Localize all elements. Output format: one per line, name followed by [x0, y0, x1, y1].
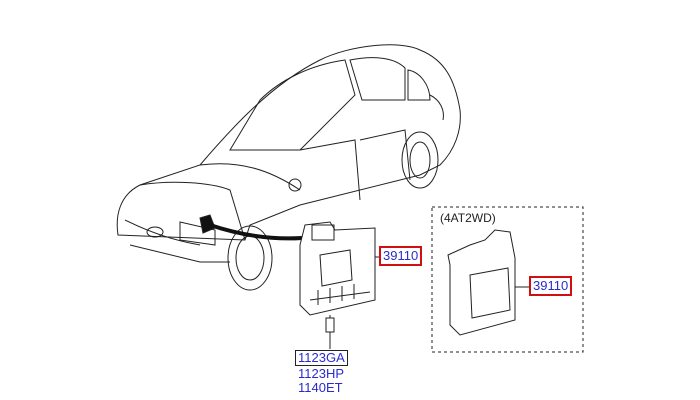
fastener-1123hp[interactable]: 1123HP	[298, 366, 345, 381]
fastener-1123ga[interactable]: 1123GA	[295, 350, 348, 366]
fastener-1140et[interactable]: 1140ET	[298, 380, 343, 395]
ecu-4at2wd	[447, 229, 530, 336]
variant-group-box	[431, 206, 584, 353]
ecu-standard	[299, 221, 380, 349]
connector-harness	[199, 214, 303, 241]
part-number-39110-4at2wd[interactable]: 39110	[529, 276, 573, 296]
variant-label: (4AT2WD)	[440, 211, 496, 225]
part-number-39110[interactable]: 39110	[379, 246, 423, 266]
